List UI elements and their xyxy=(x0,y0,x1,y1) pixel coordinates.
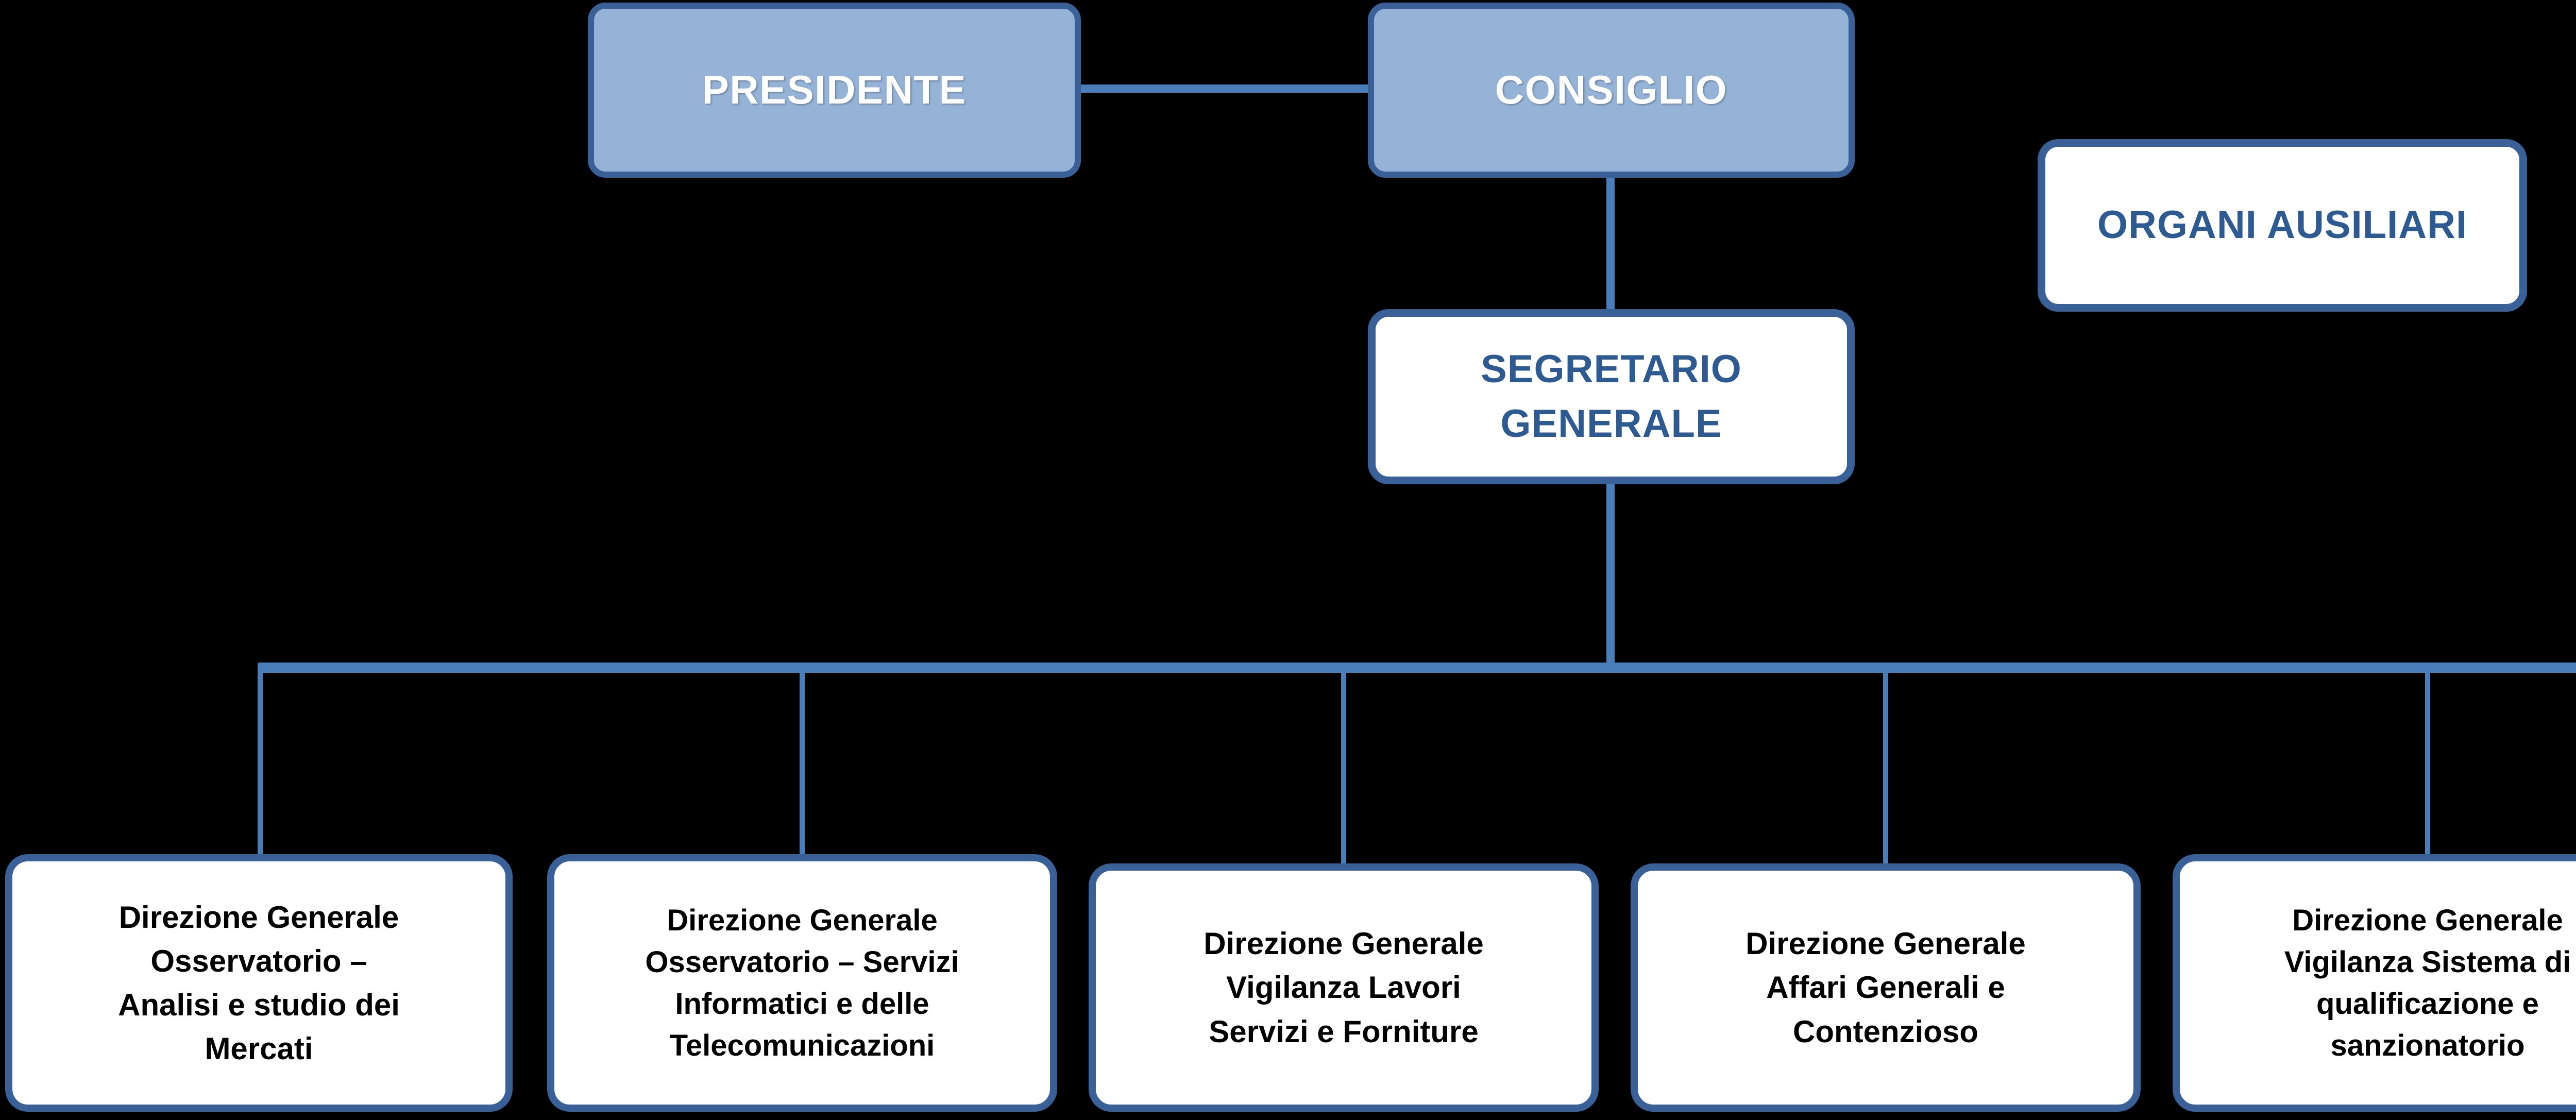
node-dg-vigilanza-lavori[interactable]: Direzione Generale Vigilanza Lavori Serv… xyxy=(1089,863,1599,1112)
connector-drop-1 xyxy=(258,668,263,854)
connector-drop-5 xyxy=(2425,668,2430,854)
connector-consiglio-segretario xyxy=(1606,170,1615,314)
node-dg-label: Direzione Generale Affari Generali e Con… xyxy=(1638,922,2133,1054)
node-dg-vigilanza-qualificazione[interactable]: Direzione Generale Vigilanza Sistema di … xyxy=(2173,854,2576,1112)
dg-line: Analisi e studio dei xyxy=(118,988,400,1022)
node-presidente-label: PRESIDENTE xyxy=(702,67,967,113)
connector-drop-3 xyxy=(1341,668,1346,863)
dg-line: sanzionatorio xyxy=(2330,1029,2525,1063)
node-consiglio-label: CONSIGLIO xyxy=(1495,67,1728,113)
node-dg-label: Direzione Generale Vigilanza Sistema di … xyxy=(2180,900,2576,1067)
dg-line: Direzione Generale xyxy=(667,903,938,937)
connector-presidente-consiglio xyxy=(1077,84,1373,93)
dg-line: Osservatorio – Servizi xyxy=(645,945,959,979)
node-presidente[interactable]: PRESIDENTE xyxy=(588,3,1081,178)
dg-line: qualificazione e xyxy=(2316,987,2539,1021)
node-segretario-generale-label: SEGRETARIO GENERALE xyxy=(1376,342,1847,452)
node-consiglio[interactable]: CONSIGLIO xyxy=(1368,3,1855,178)
node-dg-label: Direzione Generale Osservatorio – Analis… xyxy=(12,895,505,1071)
dg-line: Direzione Generale xyxy=(1204,926,1484,961)
node-segretario-generale[interactable]: SEGRETARIO GENERALE xyxy=(1368,309,1855,484)
dg-line: Vigilanza Lavori xyxy=(1226,970,1461,1005)
dg-line: Mercati xyxy=(205,1031,313,1066)
dg-line: Direzione Generale xyxy=(1745,926,2026,961)
segretario-line-2: GENERALE xyxy=(1500,402,1722,446)
connector-drop-2 xyxy=(800,668,805,854)
node-organi-ausiliari[interactable]: ORGANI AUSILIARI xyxy=(2038,139,2527,312)
connector-horizontal-bus xyxy=(258,663,2576,673)
dg-line: Informatici e delle xyxy=(675,987,929,1021)
dg-line: Servizi e Forniture xyxy=(1209,1014,1479,1049)
node-organi-ausiliari-label: ORGANI AUSILIARI xyxy=(2097,203,2468,247)
node-dg-affari-generali[interactable]: Direzione Generale Affari Generali e Con… xyxy=(1631,863,2141,1112)
dg-line: Affari Generali e xyxy=(1766,970,2005,1005)
dg-line: Telecomunicazioni xyxy=(669,1029,935,1063)
dg-line: Osservatorio – xyxy=(150,943,367,978)
segretario-line-1: SEGRETARIO xyxy=(1481,347,1742,391)
connector-segretario-bus xyxy=(1606,478,1615,669)
node-dg-label: Direzione Generale Osservatorio – Serviz… xyxy=(554,900,1050,1067)
dg-line: Direzione Generale xyxy=(118,900,399,935)
dg-line: Contenzioso xyxy=(1793,1014,1978,1049)
dg-line: Vigilanza Sistema di xyxy=(2284,945,2571,979)
node-dg-label: Direzione Generale Vigilanza Lavori Serv… xyxy=(1096,922,1591,1054)
dg-line: Direzione Generale xyxy=(2292,903,2563,937)
node-dg-osservatorio-analisi[interactable]: Direzione Generale Osservatorio – Analis… xyxy=(5,854,513,1112)
connector-drop-4 xyxy=(1883,668,1888,863)
node-dg-osservatorio-servizi-informatici[interactable]: Direzione Generale Osservatorio – Serviz… xyxy=(547,854,1057,1112)
